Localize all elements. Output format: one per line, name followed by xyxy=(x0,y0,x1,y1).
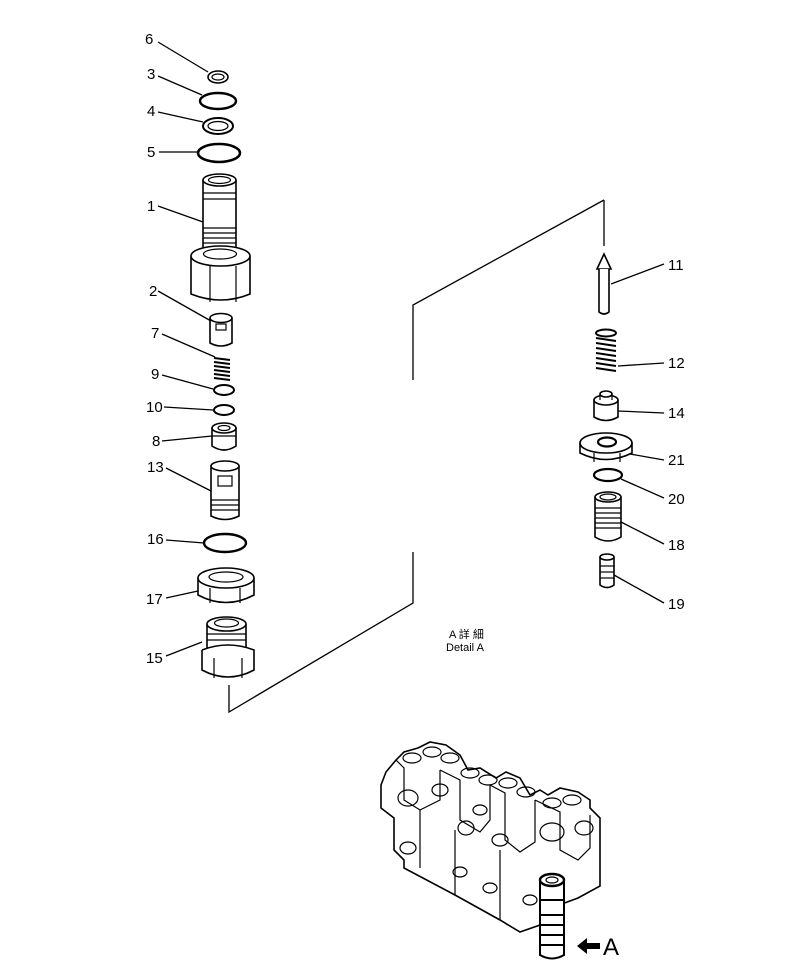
part-4-backup-ring xyxy=(202,117,234,135)
part-6-ring xyxy=(207,70,229,84)
part-7-spring xyxy=(213,357,231,381)
callout-numbers: 6 3 4 5 1 2 7 9 10 8 13 16 17 15 11 12 1… xyxy=(145,31,685,667)
callout-14: 14 xyxy=(668,405,685,422)
detail-caption-jp: A 詳 細 xyxy=(449,627,484,641)
callout-1: 1 xyxy=(147,198,155,215)
part-2-poppet xyxy=(209,312,233,347)
part-19-piston xyxy=(599,553,615,589)
callout-6: 6 xyxy=(145,31,153,48)
assembly-axis-line xyxy=(228,199,605,714)
arrow-left-icon xyxy=(577,938,600,954)
view-arrow-a: A xyxy=(577,934,619,961)
part-11-pin xyxy=(595,252,613,315)
part-8-seat xyxy=(211,422,237,451)
callout-7: 7 xyxy=(151,325,159,342)
leader-lines xyxy=(157,41,665,657)
view-marker-label: A xyxy=(603,934,619,961)
callout-20: 20 xyxy=(668,491,685,508)
part-3-o-ring xyxy=(198,91,238,111)
part-12-spring xyxy=(595,328,617,372)
part-21-nut xyxy=(579,432,633,462)
callout-5: 5 xyxy=(147,144,155,161)
part-5-o-ring xyxy=(196,142,242,164)
part-9-o-ring xyxy=(213,384,235,396)
callout-2: 2 xyxy=(149,283,157,300)
detail-caption-en: Detail A xyxy=(446,642,485,654)
part-13-sleeve xyxy=(210,460,240,521)
callout-16: 16 xyxy=(147,531,164,548)
part-18-plug xyxy=(594,491,622,542)
part-14-retainer xyxy=(593,390,619,422)
callout-11: 11 xyxy=(668,257,684,274)
callout-4: 4 xyxy=(147,103,155,120)
part-15-plug xyxy=(201,616,255,678)
part-10-o-ring xyxy=(213,404,235,416)
part-20-o-ring xyxy=(592,467,624,483)
callout-12: 12 xyxy=(668,355,685,372)
callout-9: 9 xyxy=(151,366,159,383)
callout-17: 17 xyxy=(146,591,163,608)
detail-caption: A 詳 細 Detail A xyxy=(446,627,485,654)
part-16-o-ring xyxy=(202,532,248,554)
callout-13: 13 xyxy=(147,459,164,476)
callout-3: 3 xyxy=(147,66,155,83)
callout-21: 21 xyxy=(668,452,685,469)
control-valve-assembly xyxy=(380,741,601,960)
part-1-valve-body xyxy=(190,173,251,302)
part-17-lock-nut xyxy=(197,567,255,604)
callout-10: 10 xyxy=(146,399,163,416)
callout-8: 8 xyxy=(152,433,160,450)
callout-19: 19 xyxy=(668,596,685,613)
callout-15: 15 xyxy=(146,650,163,667)
callout-18: 18 xyxy=(668,537,685,554)
